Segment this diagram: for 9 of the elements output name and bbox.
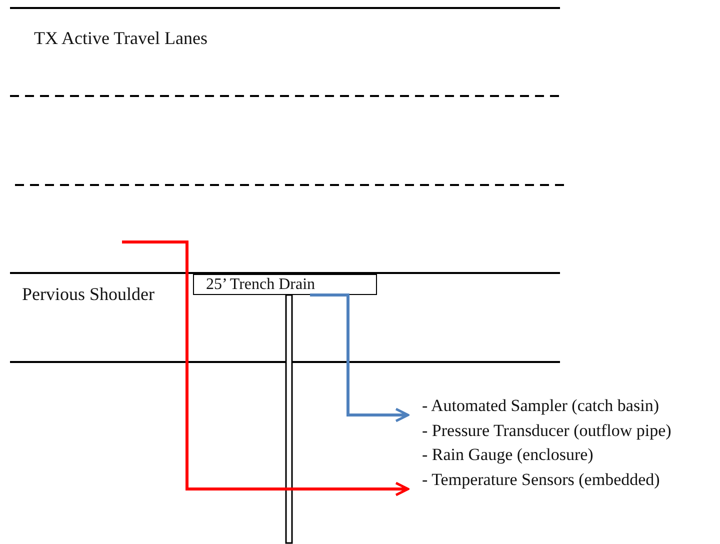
lane-label: TX Active Travel Lanes xyxy=(34,29,208,47)
arrow xyxy=(310,294,410,422)
arrow xyxy=(122,240,410,496)
area-label: Pervious Shoulder xyxy=(22,285,154,303)
list-item: - Temperature Sensors (embedded) xyxy=(422,471,660,488)
list-item: - Pressure Transducer (outflow pipe) xyxy=(422,422,672,439)
list-item: - Automated Sampler (catch basin) xyxy=(422,397,659,414)
list-item: - Rain Gauge (enclosure) xyxy=(422,446,594,463)
trench-drain: 25’ Trench Drain xyxy=(193,274,377,295)
